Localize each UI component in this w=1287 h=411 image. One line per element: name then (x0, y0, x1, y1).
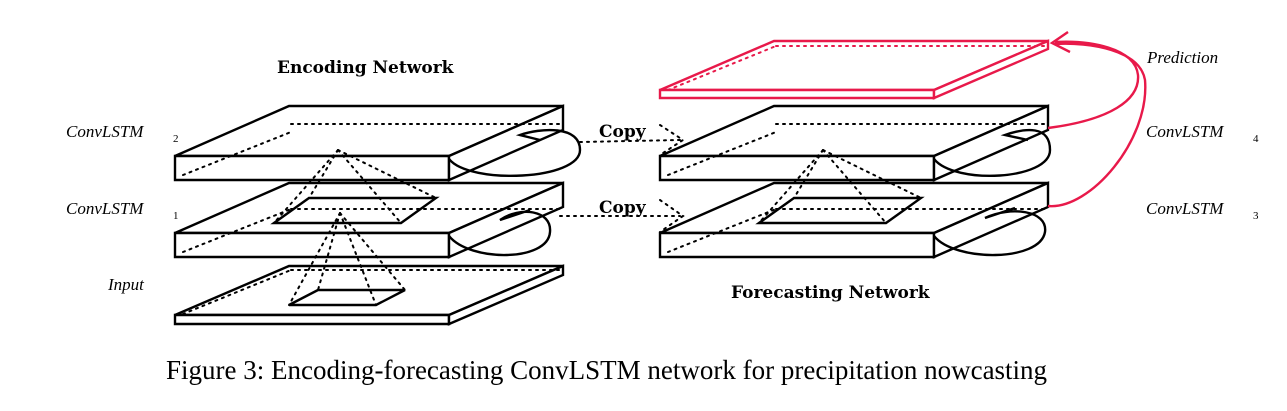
fc-convlstm4-self-loop (933, 128, 1052, 177)
enc-convlstm1-self-loop (448, 208, 552, 257)
enc-convlstm2-self-loop (448, 128, 582, 178)
enc-convlstm1-label: ConvLSTM 1 (66, 199, 179, 222)
svg-text:ConvLSTM: ConvLSTM (66, 122, 144, 141)
svg-text:4: 4 (1253, 133, 1259, 145)
input-label: Input (107, 275, 145, 294)
svg-text:3: 3 (1253, 210, 1259, 222)
enc-convlstm1-slab (173, 181, 565, 259)
fc-convlstm3-receptive-field (755, 196, 925, 225)
forecasting-network-label: Forecasting Network (731, 283, 931, 303)
svg-text:ConvLSTM: ConvLSTM (1146, 122, 1224, 141)
svg-text:ConvLSTM: ConvLSTM (66, 199, 144, 218)
enc-convlstm2-slab (173, 104, 582, 182)
svg-text:1: 1 (173, 210, 179, 222)
figure-caption: Figure 3: Encoding-forecasting ConvLSTM … (166, 355, 1047, 385)
encoding-network-label: Encoding Network (277, 58, 455, 78)
prediction-slab (658, 39, 1050, 100)
fc-convlstm3-label: ConvLSTM 3 (1146, 199, 1259, 222)
prediction-label: Prediction (1146, 48, 1218, 67)
input-slab (173, 264, 565, 326)
svg-text:2: 2 (173, 133, 179, 145)
copy-label-top: Copy (599, 122, 647, 142)
fc-receptive-connections (758, 149, 922, 224)
fc-convlstm3-self-loop (933, 206, 1047, 257)
fc-convlstm4-label: ConvLSTM 4 (1146, 122, 1259, 145)
enc-convlstm2-label: ConvLSTM 2 (66, 122, 179, 145)
prediction-arrows (1047, 31, 1147, 208)
fc-convlstm3-slab (658, 181, 1050, 259)
fc-convlstm4-slab (658, 104, 1052, 182)
enc-receptive-connections (273, 149, 437, 306)
svg-text:ConvLSTM: ConvLSTM (1146, 199, 1224, 218)
enc-convlstm1-receptive-field (270, 196, 440, 225)
copy-label-bottom: Copy (599, 198, 647, 218)
copy-arrows (559, 124, 685, 233)
